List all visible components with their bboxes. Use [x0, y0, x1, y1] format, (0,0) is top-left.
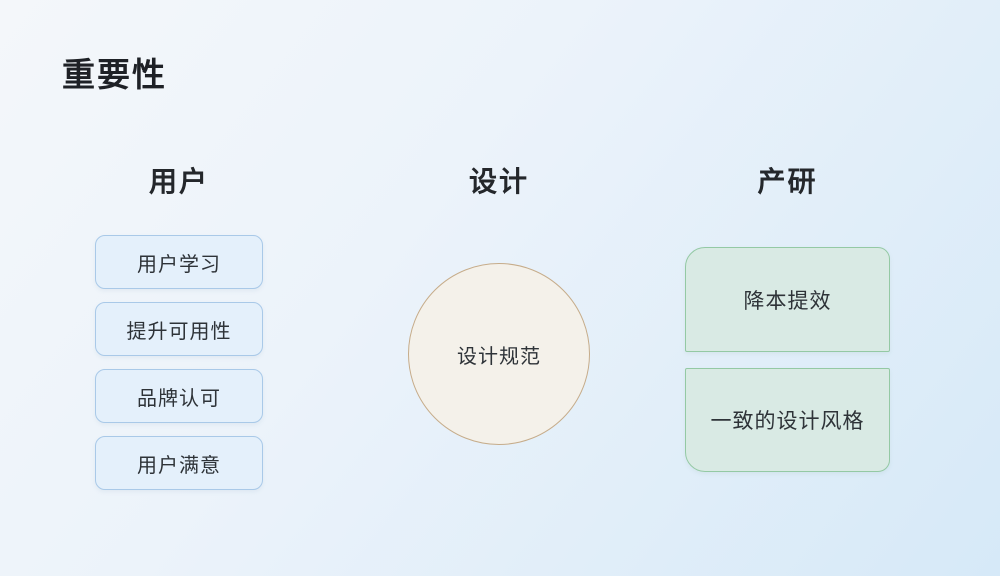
column-header-product-rnd: 产研 [757, 166, 818, 197]
box-brand-recognition: 品牌认可 [95, 369, 263, 423]
box-cost-reduction-efficiency: 降本提效 [685, 247, 890, 352]
circle-design-spec: 设计规范 [408, 263, 590, 445]
box-user-satisfaction: 用户满意 [95, 436, 263, 490]
column-header-user: 用户 [148, 166, 209, 197]
column-header-design: 设计 [468, 166, 529, 197]
box-improve-usability: 提升可用性 [95, 302, 263, 356]
box-consistent-design-style: 一致的设计风格 [685, 368, 890, 472]
page-title: 重要性 [62, 56, 167, 93]
box-user-learning: 用户学习 [95, 235, 263, 289]
